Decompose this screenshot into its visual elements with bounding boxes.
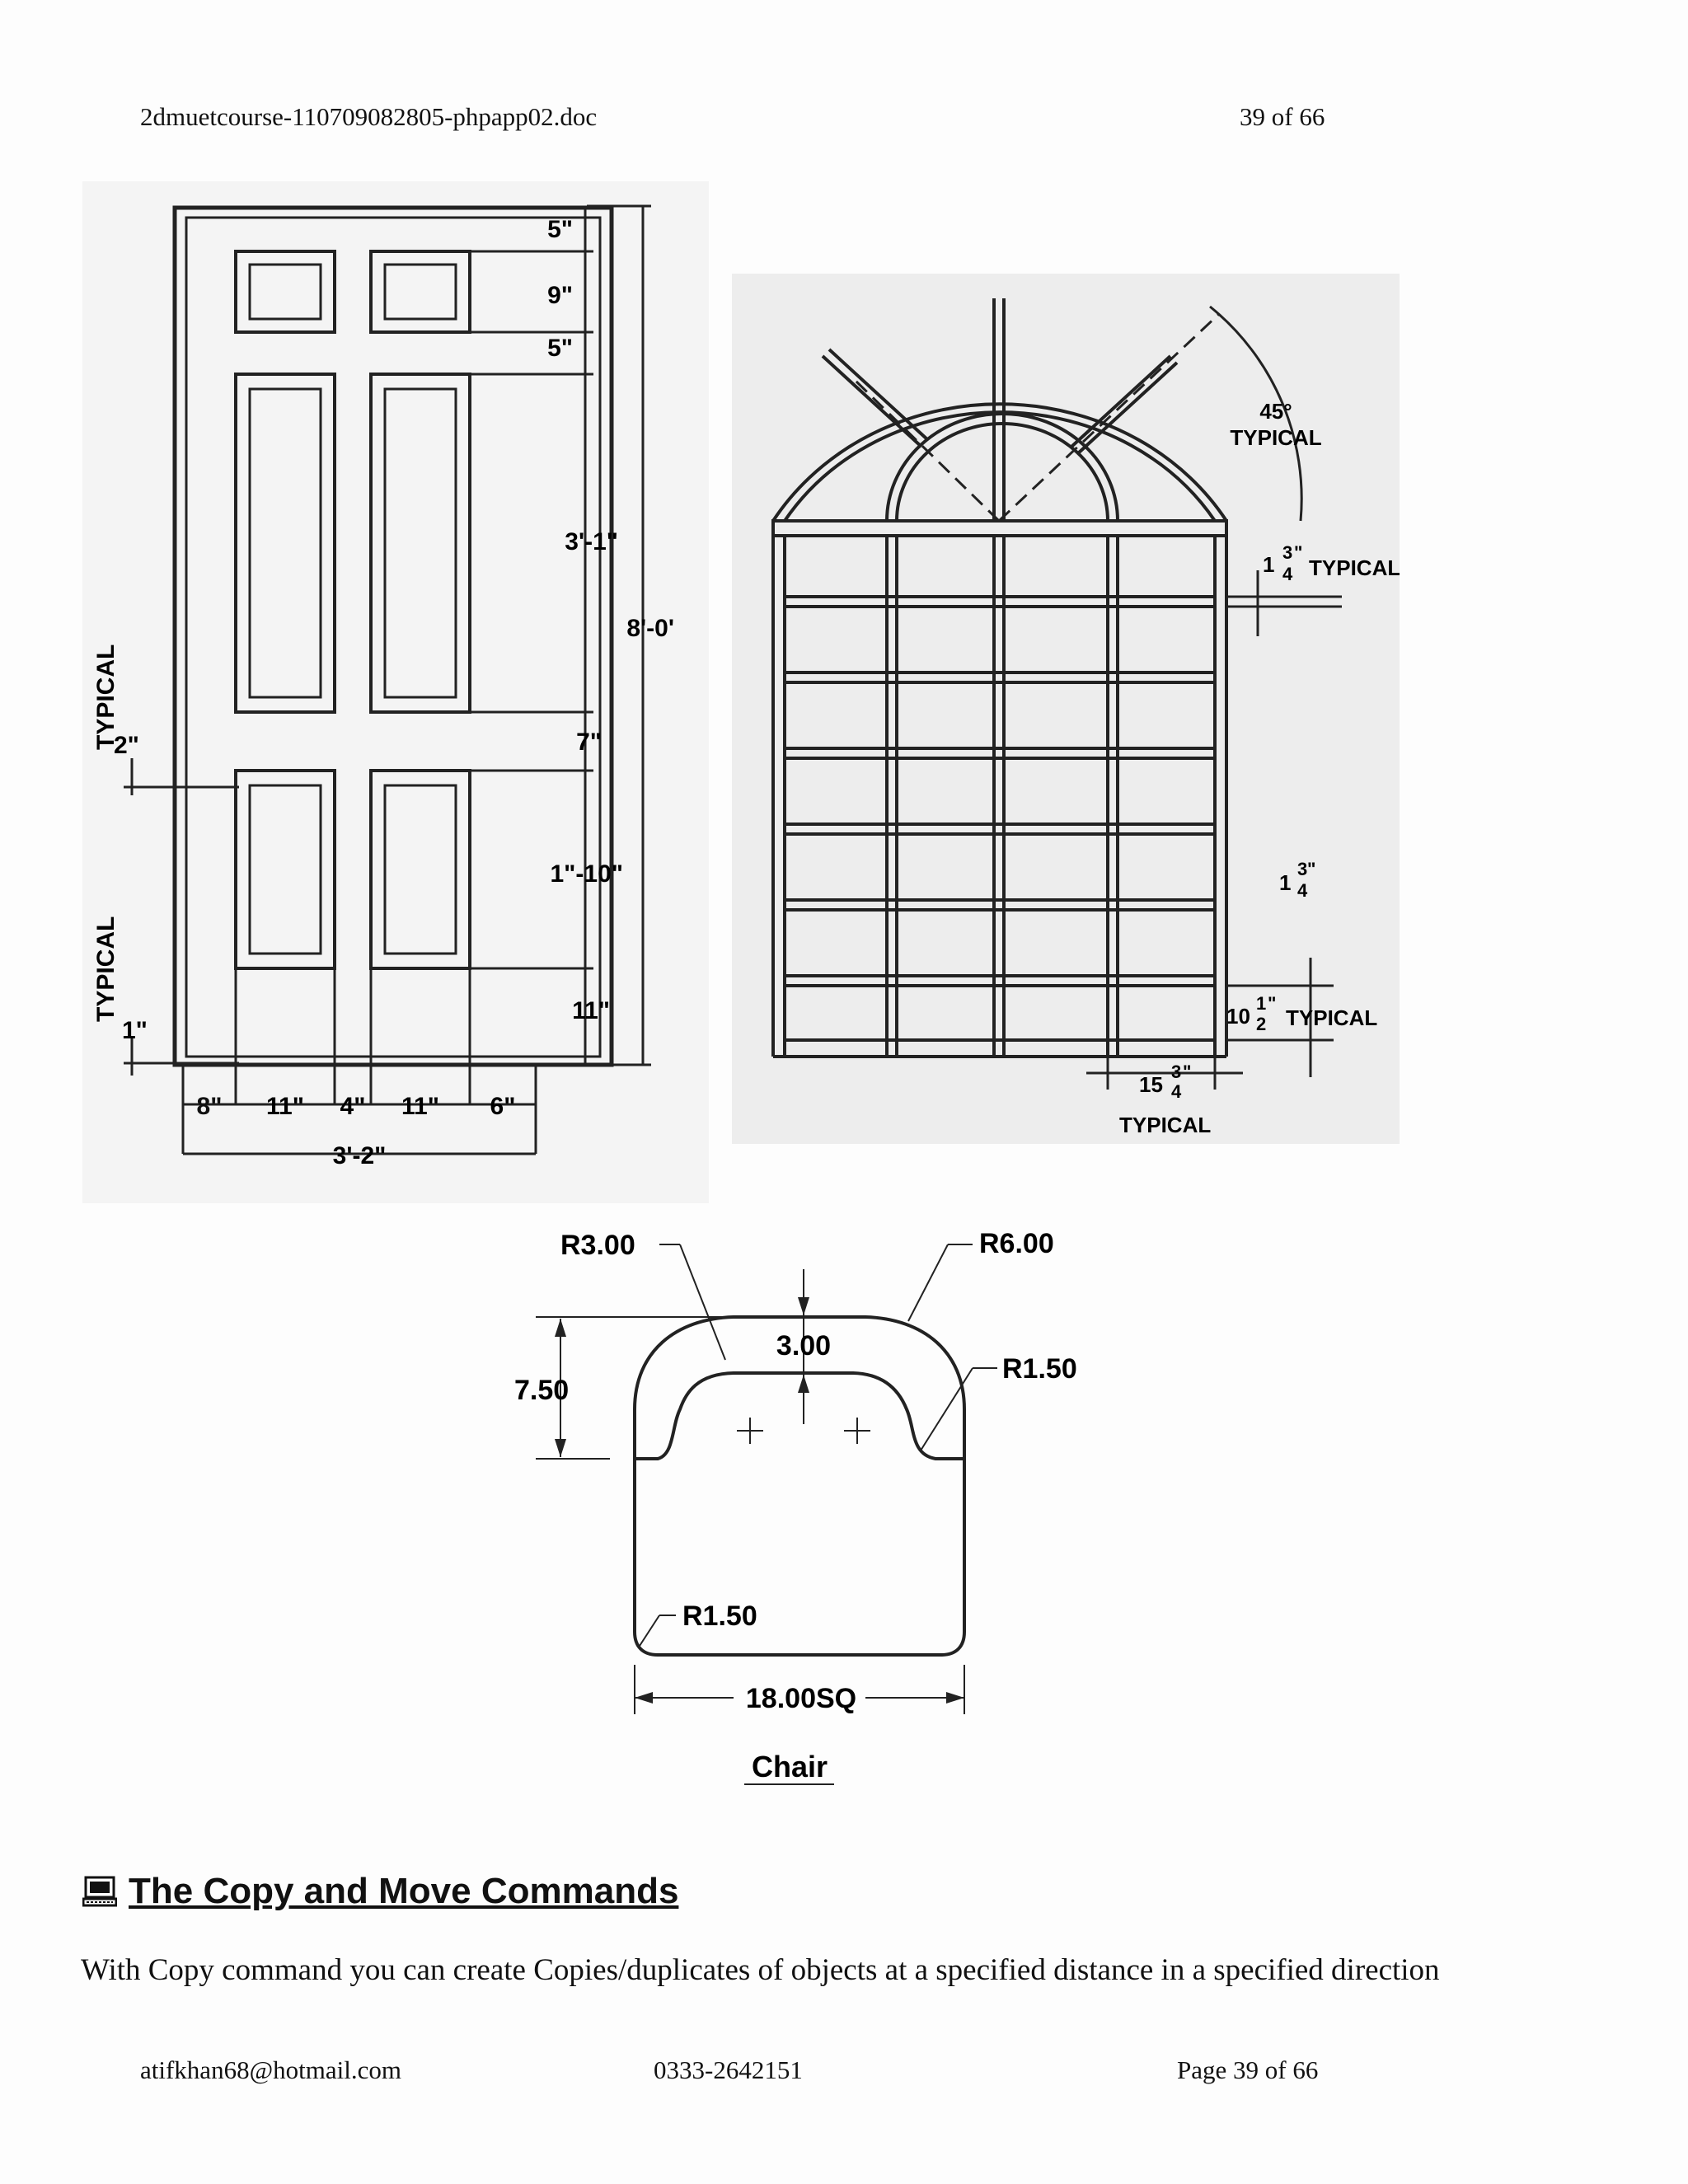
chair-drawing: R3.00 R6.00 R1.50 R1.50 3.00 7.50 18.00S… <box>514 1228 1077 1785</box>
window-row-numerator: 1 <box>1256 993 1266 1014</box>
chair-caption: Chair <box>752 1750 828 1783</box>
chair-dimension-arrows <box>555 1297 964 1704</box>
window-angle-typical: TYPICAL <box>1230 425 1321 450</box>
computer-icon <box>82 1876 117 1907</box>
door-dim-7: 11" <box>572 997 610 1024</box>
door-typical-label-1: TYPICAL <box>92 644 120 750</box>
window-mullion-numerator-2: 3 <box>1297 859 1307 879</box>
door-bottom-dim-3: 4" <box>340 1093 366 1120</box>
door-inner-outline <box>185 216 602 1058</box>
window-row-typical: TYPICAL <box>1286 1005 1377 1030</box>
window-drawing: 45° TYPICAL 1 3 4 " TYPICAL 1 3 4 " 10 1… <box>732 274 1400 1144</box>
door-overall-width: 3'-2" <box>333 1142 387 1169</box>
window-col-numerator: 3 <box>1171 1062 1181 1082</box>
chair-radius-r150-bottom: R1.50 <box>682 1601 757 1632</box>
door-bottom-dimension-lines <box>181 968 537 1155</box>
chair-radius-r150-top: R1.50 <box>1002 1353 1077 1385</box>
section-heading: The Copy and Move Commands <box>82 1871 678 1912</box>
chair-height-dimension: 7.50 <box>514 1375 569 1406</box>
footer-email: atifkhan68@hotmail.com <box>140 2055 401 2084</box>
door-bottom-dim-5: 6" <box>490 1093 516 1120</box>
window-angle-arc <box>1209 305 1303 522</box>
window-col-typical: TYPICAL <box>1119 1113 1211 1137</box>
door-vertical-dimension-lines <box>470 204 651 1066</box>
door-left-dimension-lines <box>124 758 239 1076</box>
door-dim-3: 5" <box>547 335 573 362</box>
window-mullion-quote: " <box>1294 542 1302 563</box>
header-page-count: 39 of 66 <box>1240 102 1325 131</box>
door-dim-overall-height: 8'-0' <box>626 615 674 642</box>
window-mullion-whole: 1 <box>1263 552 1274 577</box>
chair-width-dimension: 18.00SQ <box>746 1683 856 1714</box>
window-muntins <box>785 595 1215 1042</box>
door-left-dim-1: 2" <box>114 732 139 759</box>
chair-radius-r3: R3.00 <box>560 1230 635 1261</box>
window-mullion-numerator: 3 <box>1282 542 1292 563</box>
door-bottom-dim-2: 11" <box>266 1093 304 1120</box>
window-arch-diagonals <box>854 313 1220 523</box>
door-bottom-dim-4: 11" <box>401 1093 439 1120</box>
door-drawing: 5" 9" 5" 3'-1" 8'-0' 7" 1"-10" 11" TYPIC… <box>82 181 709 1203</box>
window-col-denominator: 4 <box>1171 1081 1182 1102</box>
door-outline <box>172 205 614 1067</box>
door-top-panels <box>234 250 471 334</box>
chair-inner-cutout <box>635 1371 964 1460</box>
door-bottom-dim-1: 8" <box>197 1093 223 1120</box>
door-left-dim-2: 1" <box>122 1017 148 1044</box>
window-col-whole: 15 <box>1139 1072 1163 1097</box>
window-angle-label: 45° <box>1259 399 1292 424</box>
door-dim-1: 5" <box>547 216 573 243</box>
chair-center-marks <box>737 1418 870 1444</box>
door-typical-label-2: TYPICAL <box>92 916 120 1022</box>
window-row-denominator: 2 <box>1256 1014 1266 1034</box>
window-mullion-denominator: 4 <box>1282 564 1293 584</box>
footer-phone: 0333-2642151 <box>654 2055 803 2084</box>
window-mullion-whole-2: 1 <box>1279 870 1291 895</box>
window-mullion-denominator-2: 4 <box>1297 880 1308 901</box>
door-middle-panels <box>234 373 471 714</box>
section-title-text: The Copy and Move Commands <box>129 1871 679 1911</box>
window-mullion-typical: TYPICAL <box>1309 555 1400 580</box>
door-dim-2: 9" <box>547 282 573 309</box>
chair-depth-dimension: 3.00 <box>776 1330 831 1361</box>
door-dim-6: 1"-10" <box>551 860 624 888</box>
window-row-quote: " <box>1268 993 1276 1014</box>
window-mullion-quote-2: " <box>1307 859 1315 879</box>
window-arch <box>771 298 1228 523</box>
window-row-whole: 10 <box>1226 1004 1250 1029</box>
window-col-quote: " <box>1183 1062 1191 1082</box>
window-bottom-dimension-lines <box>1086 1057 1243 1090</box>
window-right-dimension-lines <box>1226 570 1342 1077</box>
doc-filename: 2dmuetcourse-110709082805-phpapp02.doc <box>140 102 598 131</box>
window-frame <box>771 519 1228 1058</box>
door-lower-panels <box>234 769 471 970</box>
door-dim-5: 7" <box>576 729 602 756</box>
section-body-text: With Copy command you can create Copies/… <box>81 1953 1440 1987</box>
door-dim-4: 3'-1" <box>565 528 618 555</box>
chair-outline <box>633 1315 966 1657</box>
footer-page-number: Page 39 of 66 <box>1177 2055 1319 2084</box>
chair-radius-r6: R6.00 <box>979 1228 1054 1259</box>
